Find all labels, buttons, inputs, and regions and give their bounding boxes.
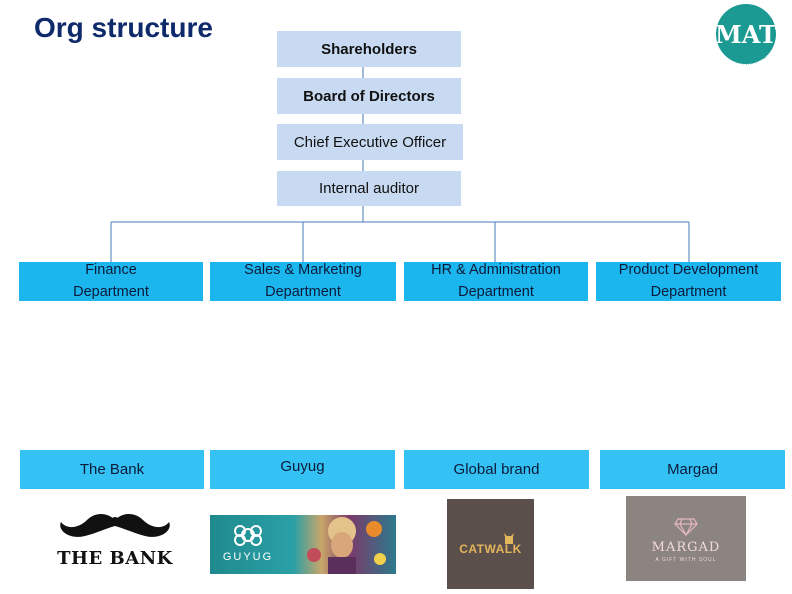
logo-panel-the-bank	[20, 489, 204, 594]
box-board-of-directors: Board of Directors	[277, 78, 461, 114]
dept-line2: Department	[73, 283, 149, 300]
mustache-icon	[60, 514, 170, 537]
catwalk-logo: CATWALK	[447, 499, 534, 589]
box-chief-executive-officer: Chief Executive Officer	[277, 124, 463, 160]
margad-logo-text: MARGAD	[651, 540, 721, 555]
brand-header-guyug: Guyug	[210, 450, 395, 489]
cat-icon	[504, 533, 515, 544]
margad-logo-tagline: A GIFT WITH SOUL	[655, 557, 717, 563]
guyug-logo: GUYUG	[210, 515, 396, 574]
dept-line2: Department	[265, 283, 341, 300]
dept-line1: Sales & Marketing	[244, 262, 362, 279]
brand-header-global-brand: Global brand	[404, 450, 589, 489]
box-internal-auditor: Internal auditor	[277, 171, 461, 206]
dept-line1: HR & Administration	[431, 262, 561, 279]
dept-line1: Finance	[85, 262, 137, 279]
diamond-icon	[674, 518, 698, 536]
the-bank-logo-text: THE BANK	[57, 548, 173, 569]
dept-line1: Product Development	[618, 262, 759, 279]
dept-line2: Department	[650, 283, 727, 300]
guyug-logo-text: GUYUG	[222, 551, 274, 563]
box-shareholders: Shareholders	[277, 31, 461, 67]
the-bank-logo: THE BANK	[55, 510, 175, 574]
margad-logo: MARGAD A GIFT WITH SOUL	[626, 496, 746, 581]
logo-monogram: MAT	[715, 20, 777, 49]
catwalk-logo-text: CATWALK	[459, 542, 522, 556]
company-logo: MAT MONGOLIAN ART TEXTILE LLC	[710, 0, 784, 74]
guyug-emblem-icon	[234, 525, 262, 546]
brand-header-margad: Margad	[600, 450, 785, 489]
guyug-portrait-art	[307, 517, 386, 574]
page-title: Org structure	[34, 12, 213, 43]
brand-header-the-bank: The Bank	[20, 450, 204, 489]
dept-line2: Department	[458, 283, 534, 300]
